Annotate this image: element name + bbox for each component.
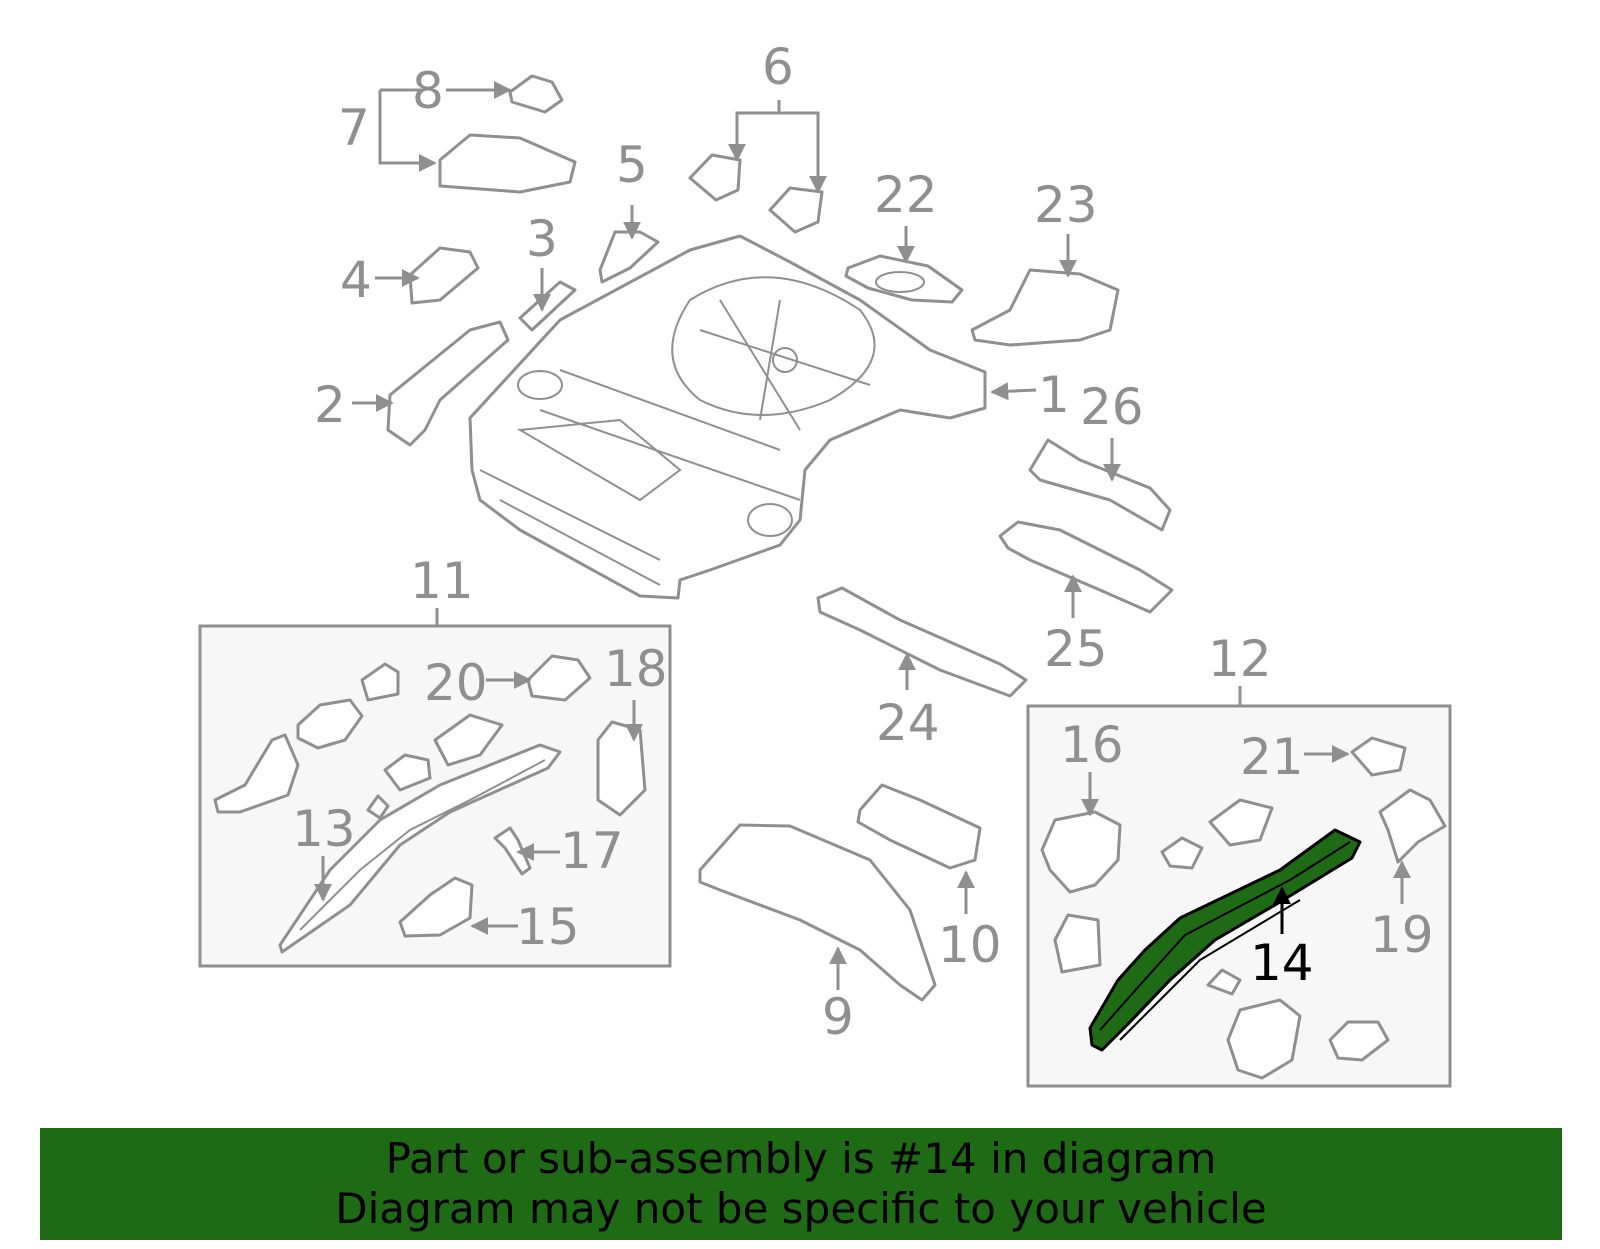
callout-5: 5 [616,136,648,194]
part-12-piece-d [1206,968,1242,996]
part-9 [698,823,937,1002]
part-17 [493,826,532,876]
part-15 [398,876,474,938]
callout-19: 19 [1370,906,1434,964]
part-2 [386,320,510,447]
part-24 [816,586,1028,698]
callout-16: 16 [1060,716,1124,774]
part-11-piece-d [383,753,432,792]
callout-6: 6 [762,38,794,96]
footer-banner: Part or sub-assembly is #14 in diagram D… [40,1128,1562,1240]
callout-20: 20 [424,654,488,712]
part-23 [970,268,1120,347]
callout-11: 11 [410,552,474,610]
callout-10: 10 [938,916,1002,974]
footer-line-1: Part or sub-assembly is #14 in diagram [385,1134,1217,1183]
part-12-piece-c [1208,798,1274,847]
callout-22: 22 [874,166,938,224]
part-18 [596,720,647,817]
part-16 [1040,810,1122,894]
part-8 [508,74,564,114]
part-22 [844,254,964,304]
callout-14: 14 [1250,934,1314,992]
callout-1: 1 [1038,366,1070,424]
part-7 [438,133,577,194]
part-11-piece-b [296,698,364,750]
callout-3: 3 [526,210,558,268]
part-6a [688,153,742,202]
callout-26: 26 [1080,378,1144,436]
part-1-rear-floor-pan [468,234,987,600]
footer-line-2: Diagram may not be specific to your vehi… [335,1184,1267,1233]
part-10 [856,783,982,870]
callout-18: 18 [604,640,668,698]
part-4 [408,246,480,305]
part-11-piece-c [360,662,400,702]
part-11-piece-a [213,733,300,814]
callout-17: 17 [560,822,624,880]
callout-12: 12 [1208,630,1272,688]
part-11-piece-f [366,794,390,820]
callout-21: 21 [1240,728,1304,786]
callout-7: 7 [338,99,370,157]
callout-25: 25 [1044,620,1108,678]
callout-13: 13 [292,800,356,858]
part-19 [1378,788,1447,864]
callout-4: 4 [340,251,372,309]
part-20 [526,654,592,702]
part-13 [278,743,562,954]
part-26 [1028,438,1172,532]
part-14-highlighted [1088,828,1362,1052]
part-6b [768,186,824,234]
part-12-piece-e [1226,998,1302,1080]
part-12-piece-b [1160,836,1204,870]
callout-8: 8 [412,62,444,120]
callout-9: 9 [822,988,854,1046]
part-12-piece-a [1053,913,1102,974]
callout-2: 2 [314,376,346,434]
callout-15: 15 [516,898,580,956]
part-11-piece-e [433,713,504,767]
part-5 [598,230,660,284]
part-25 [998,520,1174,614]
callout-24: 24 [876,694,940,752]
callout-23: 23 [1034,176,1098,234]
part-21 [1350,736,1407,777]
part-12-piece-f [1328,1020,1390,1062]
